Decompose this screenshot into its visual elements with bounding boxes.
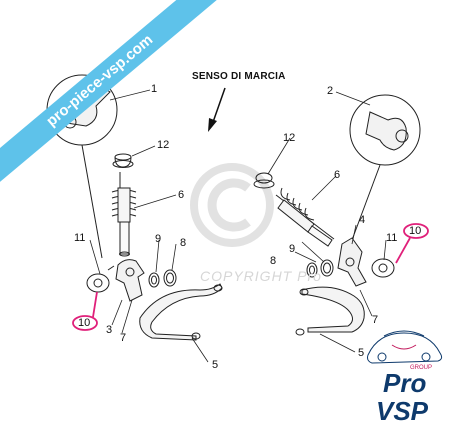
callout-10-left: 10 (78, 317, 91, 329)
callout-8-left: 8 (180, 237, 187, 249)
callout-12-right: 12 (283, 132, 296, 144)
right-strut-assembly (253, 172, 395, 336)
car-logo-sketch (367, 330, 443, 364)
highlight-rings (72, 223, 429, 331)
callout-1: 1 (151, 83, 158, 95)
callout-8-right: 8 (270, 255, 277, 267)
direction-arrow (208, 87, 226, 132)
callout-9-right: 9 (289, 243, 296, 255)
callout-10-right: 10 (409, 225, 422, 237)
right-detail-circle (349, 94, 421, 241)
copyright-watermark (190, 163, 274, 247)
callout-3: 3 (106, 324, 113, 336)
callout-5-right: 5 (358, 347, 365, 359)
left-strut-assembly (86, 153, 223, 341)
callout-6-left: 6 (178, 189, 185, 201)
callout-11-right: 11 (386, 232, 398, 244)
logo-group-text: GROUP (410, 365, 433, 371)
callout-7-right: 7 (372, 314, 379, 326)
callout-7-left: 7 (120, 332, 127, 344)
copyright-text-watermark: COPYRIGHT Pro (200, 268, 322, 284)
callout-11-left: 11 (74, 232, 86, 244)
travel-direction-label: SENSO DI MARCIA (192, 71, 286, 82)
callout-9-left: 9 (155, 233, 162, 245)
leader-lines (89, 89, 387, 363)
callout-12-left: 12 (157, 139, 170, 151)
callout-2: 2 (327, 85, 334, 97)
logo-vsp-text: VSP (376, 396, 429, 426)
logo-pro-text: Pro (383, 368, 427, 398)
callout-6-right: 6 (334, 169, 341, 181)
callout-5-left: 5 (212, 359, 219, 371)
callout-4: 4 (359, 214, 366, 226)
